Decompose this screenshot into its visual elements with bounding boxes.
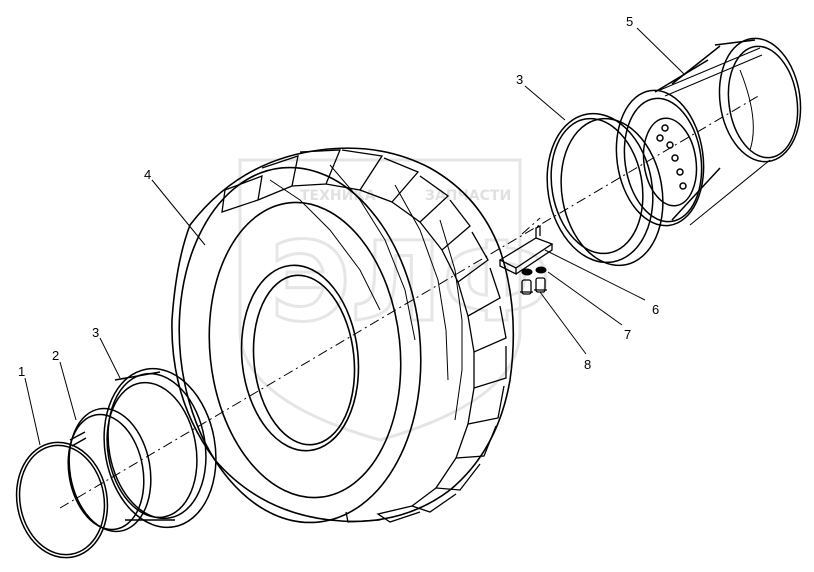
callout-1: 1 [18,364,25,379]
leader-lines [24,27,686,446]
callout-2: 2 [52,348,59,363]
callout-3-lower: 3 [92,325,99,340]
watermark-text-1: ТЕХНИКА [300,188,376,204]
callout-4: 4 [144,167,151,182]
watermark: ТЕХНИКА ЗАПЧАСТИ ЭЛФ [238,158,553,442]
ring-part-3-upper [546,112,664,267]
ring-part-3-lower [103,367,217,529]
bolts-part-8 [520,277,547,295]
washers-part-7 [521,266,547,276]
callout-5: 5 [626,14,633,29]
callout-6: 6 [652,302,659,317]
lock-plate-part-6 [498,224,554,276]
center-axis [59,94,761,509]
lock-ring-part-2 [67,407,152,533]
callout-labels: 1 2 3 3 4 5 6 7 8 [18,14,659,379]
callout-8: 8 [584,357,591,372]
callout-3-upper: 3 [516,72,523,87]
watermark-logo: ЭЛФ [270,218,551,346]
rim-part-5 [615,37,802,227]
watermark-text-2: ЗАПЧАСТИ [425,188,511,204]
o-ring-part-1 [15,441,109,559]
callout-7: 7 [624,327,631,342]
tire-part-4 [171,147,515,524]
